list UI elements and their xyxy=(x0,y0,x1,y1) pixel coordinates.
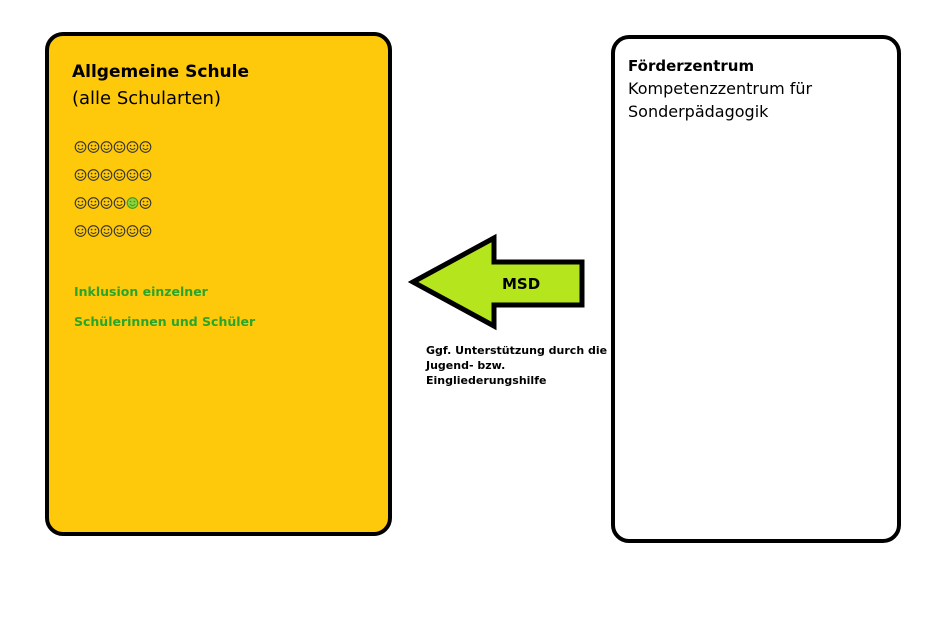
smiley-row xyxy=(74,196,152,224)
smiley-icon xyxy=(87,141,100,153)
smiley-row xyxy=(74,140,152,168)
student-smiley-grid xyxy=(74,140,152,252)
smiley-icon xyxy=(87,197,100,209)
smiley-icon xyxy=(139,225,152,237)
highlighted-smiley-icon xyxy=(126,197,139,209)
smiley-icon xyxy=(113,197,126,209)
smiley-icon xyxy=(74,169,87,181)
support-note-line3: Eingliederungshilfe xyxy=(426,374,547,387)
support-center-line2: Sonderpädagogik xyxy=(628,102,769,121)
general-school-box xyxy=(45,32,392,536)
smiley-icon xyxy=(74,225,87,237)
smiley-icon xyxy=(100,141,113,153)
smiley-icon xyxy=(87,225,100,237)
support-center-line1: Kompetenzzentrum für xyxy=(628,79,813,98)
support-note-line2: Jugend- bzw. xyxy=(426,359,506,372)
smiley-icon xyxy=(113,169,126,181)
support-note: Ggf. Unterstützung durch die Jugend- bzw… xyxy=(426,343,607,388)
smiley-row xyxy=(74,168,152,196)
msd-label: MSD xyxy=(502,275,541,293)
smiley-icon xyxy=(100,197,113,209)
smiley-icon xyxy=(74,141,87,153)
smiley-icon xyxy=(74,197,87,209)
smiley-icon xyxy=(126,169,139,181)
support-center-box xyxy=(611,35,901,543)
smiley-icon xyxy=(100,225,113,237)
smiley-icon xyxy=(139,141,152,153)
support-note-line1: Ggf. Unterstützung durch die xyxy=(426,344,608,357)
support-center-title: Förderzentrum xyxy=(628,57,755,75)
general-school-subtitle: (alle Schularten) xyxy=(72,88,221,109)
smiley-icon xyxy=(139,169,152,181)
general-school-title: Allgemeine Schule xyxy=(72,62,250,82)
smiley-icon xyxy=(139,197,152,209)
smiley-icon xyxy=(113,141,126,153)
inclusion-text-line2: Schülerinnen und Schüler xyxy=(74,314,256,329)
smiley-row xyxy=(74,224,152,252)
inclusion-text-line1: Inklusion einzelner xyxy=(74,284,208,299)
smiley-icon xyxy=(126,225,139,237)
smiley-icon xyxy=(126,141,139,153)
smiley-icon xyxy=(87,169,100,181)
smiley-icon xyxy=(100,169,113,181)
smiley-icon xyxy=(113,225,126,237)
